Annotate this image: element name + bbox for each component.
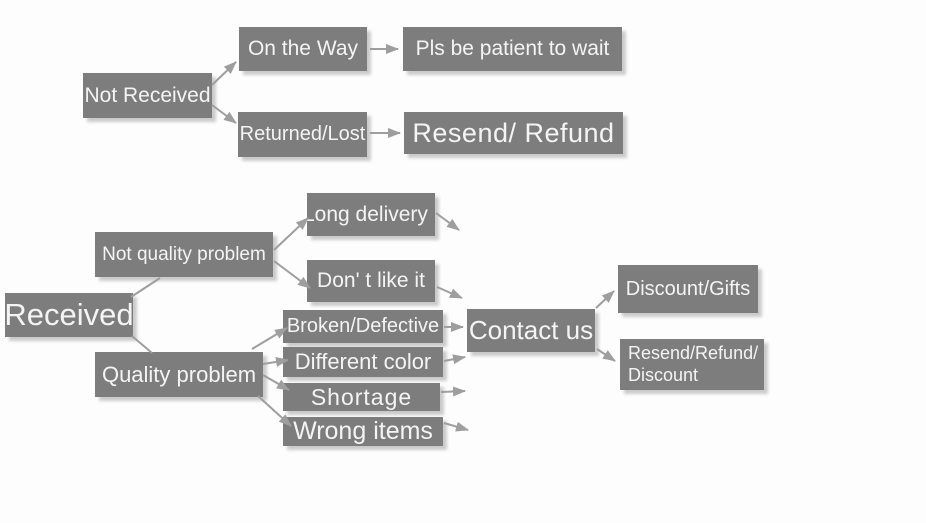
arrow-shortage-out <box>440 386 466 397</box>
arrow-wrong-items-out <box>443 421 469 432</box>
node-shortage: Shortage <box>283 383 440 411</box>
node-different-color: Different color <box>283 347 443 377</box>
node-dont-like-it: Don' t like it <box>307 260 435 302</box>
node-resend-refund-discount: Resend/Refund/ Discount <box>620 339 764 390</box>
node-not-quality-problem: Not quality problem <box>95 232 273 277</box>
node-long-delivery: Long delivery <box>307 193 435 236</box>
arrow-not-received-to-returned-lost <box>211 104 237 124</box>
node-received: Received <box>4 293 134 337</box>
node-pls-be-patient-to-wait: Pls be patient to wait <box>403 27 622 71</box>
arrow-long-delivery-out <box>435 212 460 231</box>
arrow-contact-us-to-discount-gifts <box>595 290 615 309</box>
arrow-not-quality-to-long-delivery <box>273 217 309 251</box>
arrow-not-quality-to-dont-like-it <box>273 260 311 289</box>
arrow-not-received-to-on-the-way <box>211 61 237 86</box>
line-received-to-quality-problem <box>131 335 153 354</box>
node-returned-lost: Returned/Lost <box>238 112 367 157</box>
node-broken-defective: Broken/Defective <box>283 310 443 343</box>
node-resend-refund-discount-line2: Discount <box>628 364 699 385</box>
node-on-the-way: On the Way <box>239 27 367 71</box>
node-wrong-items: Wrong items <box>283 417 443 446</box>
node-contact-us: Contact us <box>467 309 595 352</box>
node-discount-gifts: Discount/Gifts <box>618 265 758 313</box>
node-resend-refund-discount-line1: Resend/Refund/ <box>628 343 759 363</box>
arrow-different-color-out <box>443 354 466 365</box>
arrow-dont-like-it-to-contact-us <box>436 286 463 299</box>
node-not-received: Not Received <box>83 73 212 118</box>
arrow-contact-us-to-resend-refund-discount <box>596 348 616 362</box>
node-quality-problem: Quality problem <box>95 352 263 397</box>
node-resend-refund: Resend/ Refund <box>404 112 623 154</box>
line-received-to-not-quality-problem <box>130 277 161 298</box>
arrow-quality-to-broken-defective <box>251 327 288 350</box>
